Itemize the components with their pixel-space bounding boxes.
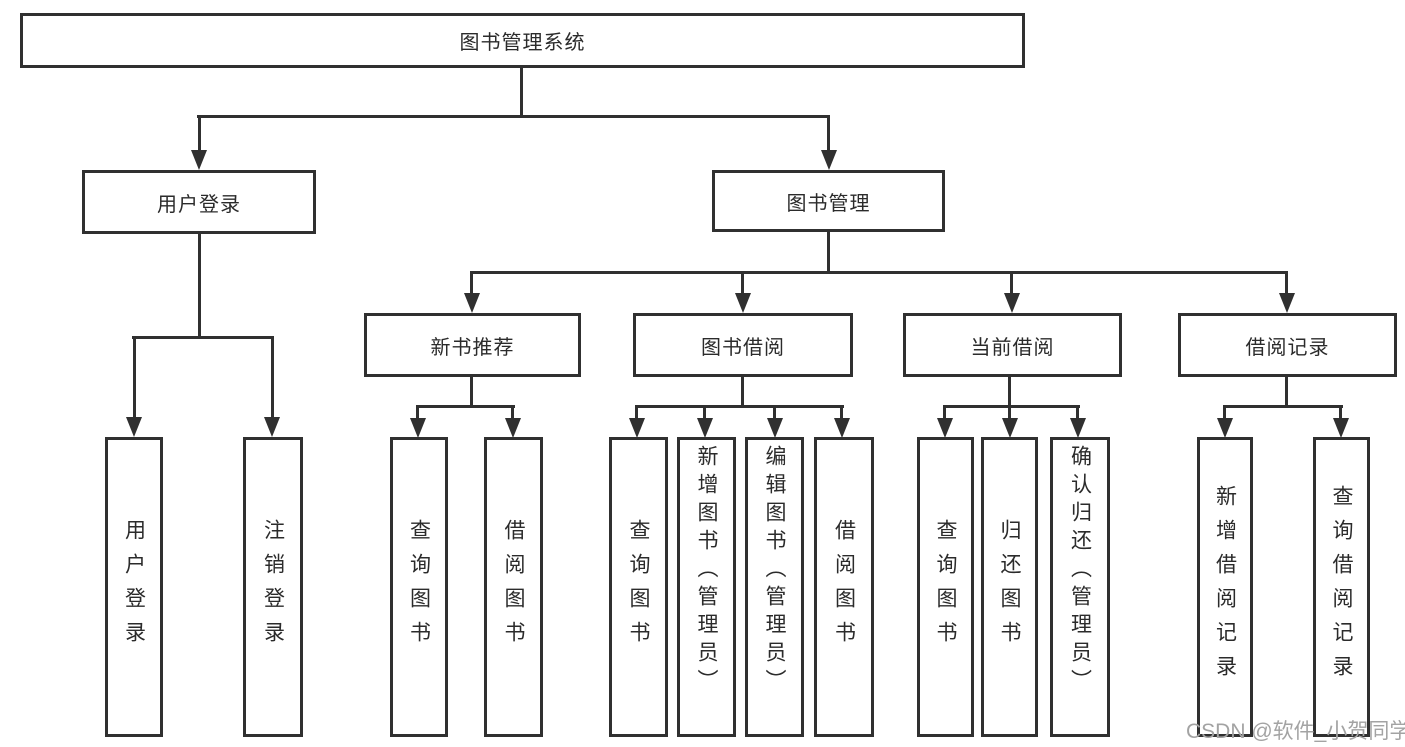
connector-new-book-split <box>416 405 515 408</box>
arrow-down-icon <box>834 418 850 438</box>
connector-to-leaf-logout <box>271 336 274 420</box>
arrow-down-icon <box>735 293 751 313</box>
leaf-current-confirm-admin-label: 确认归还（管理员） <box>1068 445 1092 697</box>
connector-to-book-management <box>827 115 830 152</box>
leaf-user-login: 用户登录 <box>105 437 163 737</box>
leaf-newbook-borrow-label: 借阅图书 <box>502 519 525 655</box>
node-borrow-record: 借阅记录 <box>1178 313 1397 377</box>
leaf-borrow-borrow-label: 借阅图书 <box>832 519 856 655</box>
leaf-user-login-label: 用户登录 <box>122 519 146 655</box>
connector-leaf <box>840 405 843 420</box>
arrow-down-icon <box>697 418 713 438</box>
connector-user-login-split <box>132 336 273 339</box>
arrow-down-icon <box>1217 418 1233 438</box>
node-book-management: 图书管理 <box>712 170 945 232</box>
connector-leaf <box>773 405 776 420</box>
watermark: CSDN @软件_小贺同学 <box>1186 720 1405 743</box>
node-user-login-label: 用户登录 <box>157 193 241 216</box>
leaf-borrow-add-admin: 新增图书（管理员） <box>677 437 736 737</box>
node-book-borrow: 图书借阅 <box>633 313 853 377</box>
connector-book-management-stem <box>827 232 830 273</box>
node-root: 图书管理系统 <box>20 13 1025 68</box>
leaf-borrow-add-admin-label: 新增图书（管理员） <box>695 445 718 697</box>
node-root-label: 图书管理系统 <box>459 32 586 54</box>
leaf-borrow-query: 查询图书 <box>609 437 668 737</box>
connector-user-login-stem <box>198 234 201 337</box>
connector-level3-split <box>470 271 1288 274</box>
connector-leaf <box>1223 405 1226 420</box>
arrow-down-icon <box>126 417 142 437</box>
connector-to-book-borrow <box>741 271 744 295</box>
arrow-down-icon <box>464 293 480 313</box>
connector-to-borrow-record <box>1285 271 1288 295</box>
connector-to-user-login <box>198 115 201 152</box>
connector-level2-split <box>197 115 830 118</box>
leaf-newbook-query-label: 查询图书 <box>407 519 431 655</box>
connector-current-borrow-stem <box>1008 377 1011 408</box>
connector-to-new-book <box>470 271 473 295</box>
leaf-current-return-label: 归还图书 <box>998 519 1021 655</box>
node-new-book-recommend: 新书推荐 <box>364 313 581 377</box>
node-book-borrow-label: 图书借阅 <box>701 336 785 359</box>
arrow-down-icon <box>410 418 426 438</box>
connector-new-book-stem <box>470 377 473 408</box>
leaf-borrow-borrow: 借阅图书 <box>814 437 874 737</box>
arrow-down-icon <box>629 418 645 438</box>
node-book-management-label: 图书管理 <box>786 192 871 215</box>
leaf-record-add-label: 新增借阅记录 <box>1213 485 1237 689</box>
node-current-borrow: 当前借阅 <box>903 313 1122 377</box>
arrow-down-icon <box>1004 293 1020 313</box>
connector-book-borrow-split <box>635 405 844 408</box>
leaf-borrow-edit-admin: 编辑图书（管理员） <box>745 437 804 737</box>
leaf-logout: 注销登录 <box>243 437 303 737</box>
node-current-borrow-label: 当前借阅 <box>970 336 1055 359</box>
connector-current-borrow-split <box>943 405 1080 408</box>
node-borrow-record-label: 借阅记录 <box>1245 336 1330 359</box>
connector-leaf <box>1339 405 1342 420</box>
connector-borrow-record-split <box>1223 405 1343 408</box>
connector-to-current-borrow <box>1010 271 1013 295</box>
connector-to-leaf-user-login <box>133 336 136 420</box>
leaf-record-add: 新增借阅记录 <box>1197 437 1253 737</box>
leaf-current-query: 查询图书 <box>917 437 974 737</box>
leaf-borrow-query-label: 查询图书 <box>627 519 650 655</box>
connector-leaf <box>943 405 946 420</box>
connector-leaf <box>416 405 419 420</box>
node-user-login: 用户登录 <box>82 170 316 234</box>
connector-leaf <box>1008 405 1011 420</box>
leaf-current-query-label: 查询图书 <box>934 519 957 655</box>
leaf-current-confirm-admin: 确认归还（管理员） <box>1050 437 1110 737</box>
arrow-down-icon <box>767 418 783 438</box>
arrow-down-icon <box>191 150 207 170</box>
leaf-newbook-query: 查询图书 <box>390 437 448 737</box>
arrow-down-icon <box>1070 418 1086 438</box>
arrow-down-icon <box>937 418 953 438</box>
connector-book-borrow-stem <box>741 377 744 408</box>
leaf-borrow-edit-admin-label: 编辑图书（管理员） <box>763 445 786 697</box>
node-new-book-recommend-label: 新书推荐 <box>430 336 515 359</box>
connector-leaf <box>703 405 706 420</box>
connector-leaf <box>511 405 514 420</box>
arrow-down-icon <box>505 418 521 438</box>
connector-borrow-record-stem <box>1285 377 1288 408</box>
arrow-down-icon <box>1279 293 1295 313</box>
leaf-current-return: 归还图书 <box>981 437 1038 737</box>
leaf-newbook-borrow: 借阅图书 <box>484 437 543 737</box>
connector-leaf <box>1076 405 1079 420</box>
arrow-down-icon <box>1333 418 1349 438</box>
leaf-record-query-label: 查询借阅记录 <box>1330 485 1353 689</box>
leaf-record-query: 查询借阅记录 <box>1313 437 1370 737</box>
connector-leaf <box>635 405 638 420</box>
leaf-logout-label: 注销登录 <box>261 519 285 655</box>
arrow-down-icon <box>264 417 280 437</box>
arrow-down-icon <box>821 150 837 170</box>
connector-root-stem <box>520 68 523 117</box>
arrow-down-icon <box>1002 418 1018 438</box>
